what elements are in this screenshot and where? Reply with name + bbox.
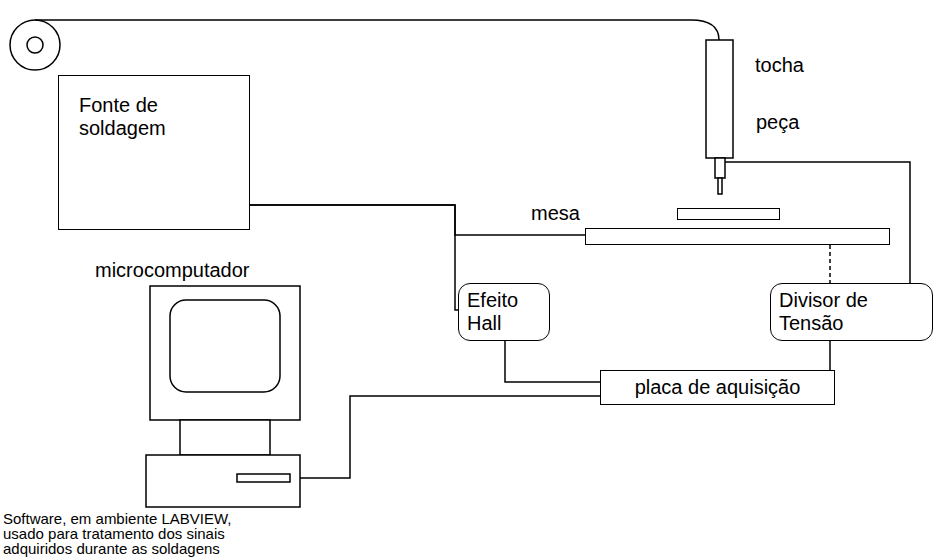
- part-label: peça: [756, 111, 799, 134]
- monitor-stand: [180, 420, 270, 455]
- box-label: Fonte de soldagem: [79, 94, 204, 140]
- signal-wire: [35, 20, 719, 40]
- voltage-divider-box: Divisor de Tensão: [770, 283, 933, 341]
- acquisition-board-box: placa de aquisição: [600, 370, 835, 405]
- torch-wire: [718, 178, 722, 194]
- part-label: mesa: [531, 202, 580, 225]
- computer-base: [146, 455, 300, 507]
- power-source-box: Fonte de soldagem: [58, 75, 250, 230]
- torch-body: [706, 40, 733, 158]
- torch-nozzle: [715, 158, 725, 178]
- box-label: Divisor de Tensão: [779, 289, 889, 335]
- box-label: Efeito Hall: [467, 289, 547, 335]
- part-label: tocha: [755, 54, 804, 77]
- signal-wire: [505, 341, 600, 382]
- hall-sensor-box: Efeito Hall: [458, 283, 550, 341]
- drive-slot: [237, 474, 290, 482]
- signal-wire: [300, 396, 600, 478]
- signal-wire: [725, 162, 910, 283]
- monitor-housing: [150, 286, 300, 420]
- workpiece: peça: [677, 208, 780, 220]
- part-label: microcomputador: [95, 259, 250, 282]
- welding-torch: tocha: [705, 40, 735, 195]
- microcomputer: microcomputador: [145, 285, 305, 510]
- dashed-connection: [829, 245, 831, 283]
- box-label: placa de aquisição: [635, 376, 801, 399]
- torch-outline: [705, 40, 735, 195]
- wire-spool: [10, 20, 60, 70]
- monitor-screen: [170, 300, 280, 392]
- signal-wire: [829, 341, 831, 370]
- computer-outline: [145, 285, 305, 510]
- software-caption: Software, em ambiente LABVIEW, usado par…: [3, 511, 258, 556]
- spool-hub: [27, 37, 43, 53]
- work-table: mesa: [585, 228, 890, 245]
